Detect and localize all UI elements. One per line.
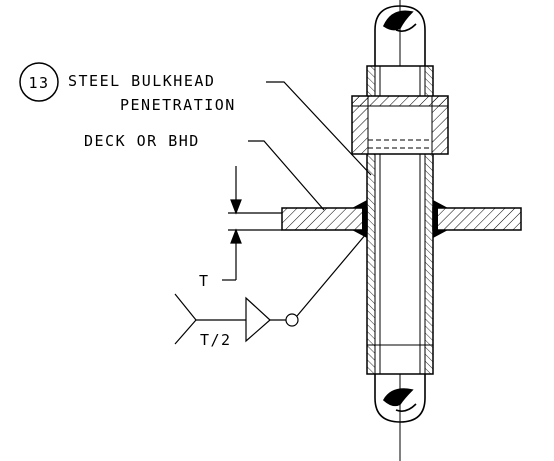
lower-cable-loop xyxy=(374,374,426,423)
deck-plate-right xyxy=(432,207,522,231)
upper-cable-loop xyxy=(374,5,426,66)
callout-title-line1: STEEL BULKHEAD xyxy=(68,72,215,90)
callout-title-line2: PENETRATION xyxy=(120,96,236,114)
deck-label: DECK OR BHD xyxy=(84,132,200,150)
deck-plate-left xyxy=(281,207,368,231)
callout-leader xyxy=(266,81,372,176)
weld-size-label: T/2 xyxy=(200,331,232,349)
callout-bubble xyxy=(19,62,59,102)
deck-leader xyxy=(248,140,325,211)
packing-gland xyxy=(351,95,449,155)
fillet-welds xyxy=(352,200,448,238)
thickness-dimension xyxy=(222,166,282,281)
weld-symbol xyxy=(174,233,367,345)
thickness-label: T xyxy=(199,272,210,290)
callout-number: 13 xyxy=(28,74,49,92)
